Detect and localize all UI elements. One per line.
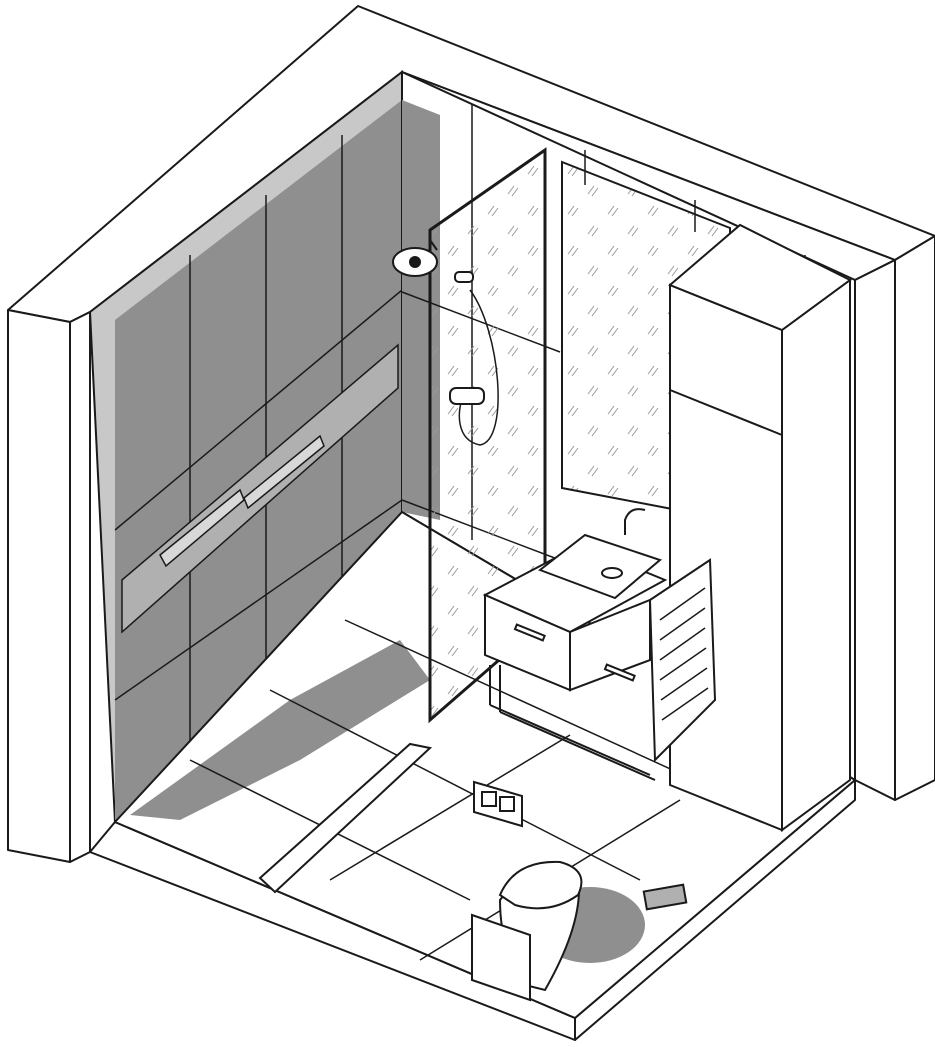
vanity-unit [482,508,668,781]
left-interior-wall [88,69,403,825]
shower-mixer-icon [449,387,485,405]
sink-drain-icon [601,567,623,579]
toilet-lid [498,860,583,910]
hand-shower-icon [454,271,474,283]
wall-niche [121,343,399,634]
cabinet-front [669,283,783,832]
room-shell [7,5,935,1041]
floor [113,510,857,1020]
floor-drain [642,883,688,911]
drawer-handle-left [513,623,546,642]
cabinet-top [668,223,852,332]
shower-hose [458,289,499,446]
shower-step [258,742,433,894]
drawer-handle-right [603,663,636,682]
flush-plate [473,780,523,828]
toilet-box [471,913,531,1002]
floor-shadow [130,640,430,820]
right-wall-outer [894,235,935,801]
left-wall-shadow [115,100,402,820]
left-wall-tile-grid [114,135,403,760]
towel-radiator [648,558,717,763]
right-wall-edge [854,259,896,801]
left-wall-edge [69,311,91,863]
sink-basin [537,533,663,600]
left-wall-outer [7,309,71,863]
faucet-icon [624,508,646,535]
vanity-front-right [569,598,651,692]
wall-hung-toilet [471,860,645,1002]
cabinet-side [781,278,851,832]
shower-fixtures [392,239,499,446]
tall-cabinet [668,223,852,832]
